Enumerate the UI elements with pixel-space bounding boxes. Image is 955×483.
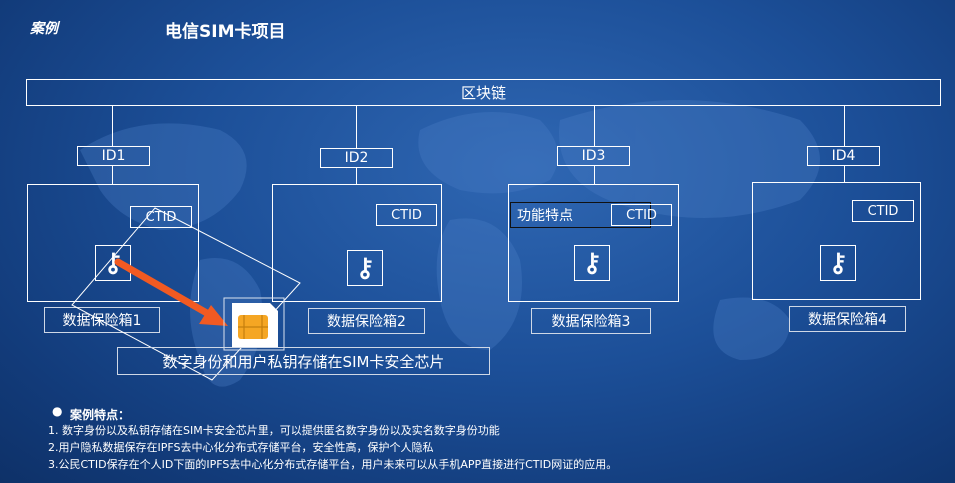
key-box-3 xyxy=(574,245,610,281)
case-label: 案例 xyxy=(30,21,58,37)
feature-item-2: 2.用户隐私数据保存在IPFS去中心化分布式存储平台，安全性高，保护个人隐私 xyxy=(48,441,434,454)
vault-name-4: 数据保险箱4 xyxy=(789,306,906,332)
key-icon xyxy=(587,252,599,275)
ctid-box-2: CTID xyxy=(376,204,437,226)
sim-note-label: 数字身份和用户私钥存储在SIM卡安全芯片 xyxy=(162,352,445,371)
id-label: ID3 xyxy=(581,148,606,164)
ctid-box-4: CTID xyxy=(852,200,914,222)
ctid-label: CTID xyxy=(391,207,422,223)
id-box-1: ID1 xyxy=(77,146,150,166)
page-title: 电信SIM卡项目 xyxy=(165,22,286,42)
connector-line xyxy=(356,168,357,184)
key-box-2 xyxy=(347,250,383,286)
ctid-label: CTID xyxy=(626,207,657,223)
vault-label: 数据保险箱4 xyxy=(808,312,887,328)
ctid-box-3: CTID xyxy=(611,204,672,226)
features-bullet: ● xyxy=(52,404,63,418)
vault-label: 数据保险箱3 xyxy=(551,314,631,330)
ctid-label: CTID xyxy=(145,209,177,225)
connector-line xyxy=(112,166,113,184)
vault-1 xyxy=(27,184,199,302)
connector-line xyxy=(844,166,845,182)
vault-name-2: 数据保险箱2 xyxy=(308,308,425,334)
vault-label: 数据保险箱2 xyxy=(327,314,406,330)
vault-2 xyxy=(272,184,442,302)
connector-line xyxy=(594,166,595,184)
vault-3 xyxy=(508,184,679,302)
sim-card-frame xyxy=(223,297,285,351)
feature-item-1: 1. 数字身份以及私钥存储在SIM卡安全芯片里，可以提供匿名数字身份以及实名数字… xyxy=(48,424,500,437)
id-label: ID4 xyxy=(831,148,856,164)
arrow-icon xyxy=(114,258,216,320)
id-box-4: ID4 xyxy=(807,146,880,166)
id-label: ID1 xyxy=(101,148,126,164)
connector-line xyxy=(356,106,357,148)
ctid-label: CTID xyxy=(867,203,899,219)
function-box: 功能特点 xyxy=(510,202,651,228)
vault-name-3: 数据保险箱3 xyxy=(531,308,651,334)
connector-line xyxy=(844,106,845,146)
ctid-box-1: CTID xyxy=(130,206,192,228)
id-label: ID2 xyxy=(344,150,369,166)
key-icon xyxy=(360,257,372,280)
blockchain-label: 区块链 xyxy=(460,84,506,102)
vault-4 xyxy=(752,182,921,300)
rotated-frame xyxy=(71,207,301,381)
function-label: 功能特点 xyxy=(517,208,573,224)
connector-line xyxy=(112,106,113,146)
arrow-head xyxy=(199,305,228,326)
features-heading: 案例特点： xyxy=(70,408,131,422)
connector-line xyxy=(594,106,595,146)
id-box-2: ID2 xyxy=(320,148,393,168)
key-icon xyxy=(833,252,845,275)
feature-item-3: 3.公民CTID保存在个人ID下面的IPFS去中心化分布式存储平台，用户未来可以… xyxy=(48,458,618,471)
sim-card-icon xyxy=(232,303,278,347)
key-box-4 xyxy=(820,245,856,281)
blockchain-bar: 区块链 xyxy=(26,79,941,106)
sim-note: 数字身份和用户私钥存储在SIM卡安全芯片 xyxy=(117,347,490,375)
id-box-3: ID3 xyxy=(557,146,630,166)
